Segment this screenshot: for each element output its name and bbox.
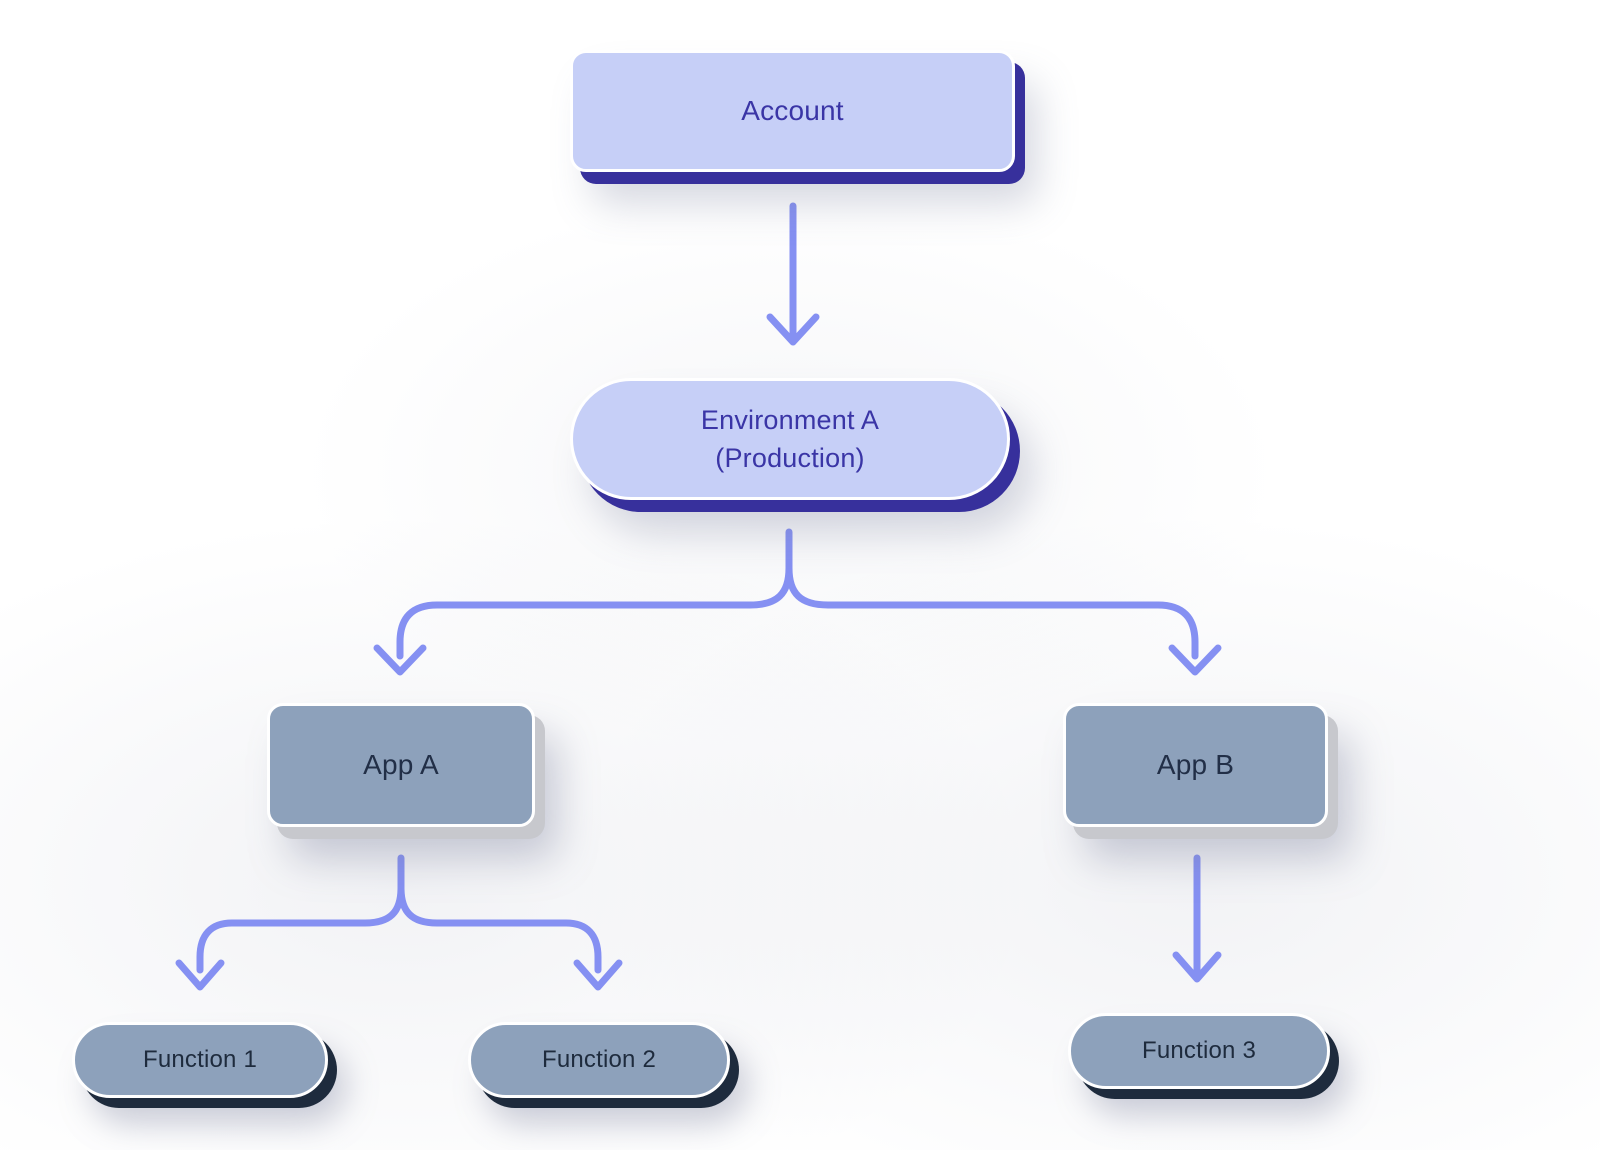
node-function-1: Function 1: [72, 1022, 328, 1098]
node-function-3-label: Function 3: [1141, 1037, 1257, 1064]
arrow-head-app-a: [373, 644, 427, 676]
edge-environment-app-a: [396, 564, 793, 660]
arrow-head-function-1: [175, 959, 225, 991]
node-function-3: Function 3: [1068, 1013, 1330, 1089]
node-app-a-label: App A: [363, 749, 439, 780]
node-function-1-label: Function 1: [142, 1046, 258, 1073]
edge-environment-app-b: [785, 564, 1199, 660]
node-function-2-label: Function 2: [541, 1046, 657, 1073]
node-account: Account: [570, 50, 1015, 172]
node-environment-a: Environment A (Production): [570, 378, 1010, 500]
arrow-head-environment: [766, 313, 820, 346]
node-app-b: App B: [1063, 703, 1328, 827]
arrow-head-app-b: [1168, 644, 1222, 676]
node-app-b-label: App B: [1156, 749, 1235, 780]
node-function-2: Function 2: [468, 1022, 730, 1098]
arrow-head-function-2: [573, 959, 623, 991]
node-account-label: Account: [741, 95, 844, 126]
arrow-head-function-3: [1172, 951, 1222, 983]
edge-app-a-function-2: [397, 884, 602, 974]
node-environment-a-label-line1: Environment A: [700, 405, 880, 435]
node-app-a: App A: [267, 703, 535, 827]
node-environment-a-label-line2: (Production): [715, 443, 865, 473]
edge-app-a-function-1: [196, 884, 405, 974]
